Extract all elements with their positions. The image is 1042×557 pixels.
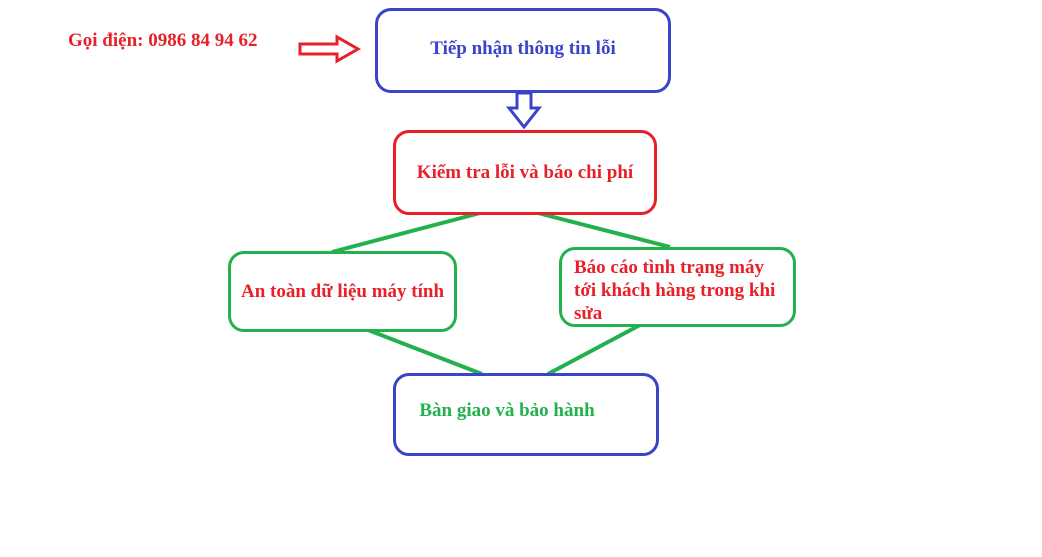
step-data-safety-label: An toàn dữ liệu máy tính	[240, 280, 445, 302]
branch-line-safety-to-handover	[367, 328, 483, 376]
step-check-and-quote: Kiểm tra lỗi và báo chi phí	[393, 130, 657, 215]
step-status-report: Báo cáo tình trạng máy tới khách hàng tr…	[559, 247, 796, 327]
phone-arrow-icon	[298, 34, 362, 64]
step-check-and-quote-label: Kiểm tra lỗi và báo chi phí	[416, 161, 634, 183]
step-status-report-label: Báo cáo tình trạng máy tới khách hàng tr…	[574, 257, 776, 324]
step-handover-warranty-label: Bàn giao và bảo hành	[419, 399, 595, 421]
step-data-safety: An toàn dữ liệu máy tính	[228, 251, 457, 332]
branch-line-report-to-handover	[547, 323, 641, 376]
branch-line-check-to-report	[533, 210, 671, 249]
step-receive-info-label: Tiếp nhận thông tin lỗi	[430, 37, 616, 59]
phone-contact-label: Gọi điện: 0986 84 94 62	[68, 30, 258, 51]
down-arrow-icon	[505, 91, 543, 130]
branch-line-check-to-safety	[331, 210, 485, 254]
step-receive-info: Tiếp nhận thông tin lỗi	[375, 8, 671, 93]
step-handover-warranty: Bàn giao và bảo hành	[393, 373, 659, 456]
